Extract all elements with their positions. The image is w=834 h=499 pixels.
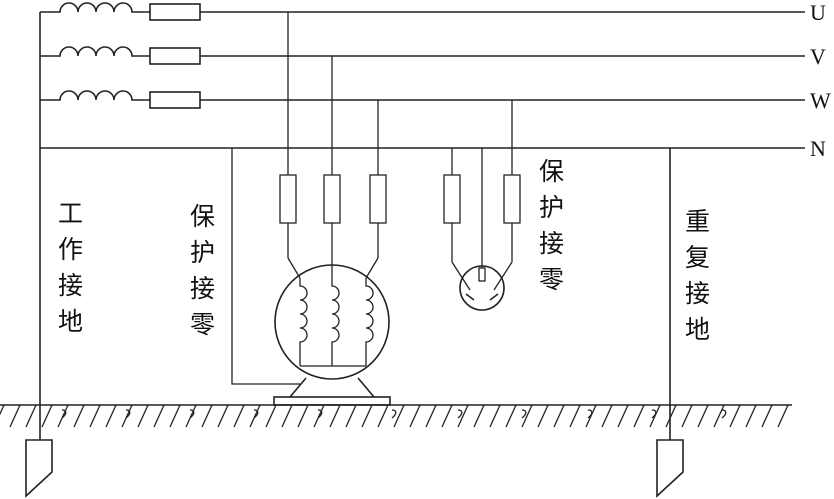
- transformer-windings: [39, 2, 150, 148]
- ground-electrode-left: [25, 439, 53, 498]
- repeated-ground: [656, 148, 684, 498]
- motor-lead-u-in: [287, 257, 301, 279]
- fuse-w: [149, 91, 201, 109]
- label-socket-protective-neutral-char: 保: [539, 157, 564, 186]
- label-motor-protective-neutral: 保 护 接 零: [190, 202, 215, 339]
- label-work-grounding-char: 作: [58, 235, 83, 264]
- ground-electrode-right: [656, 439, 684, 498]
- motor-protective-neutral-wire: [231, 148, 300, 385]
- label-work-grounding: 工 作 接 地: [58, 199, 83, 336]
- label-repeated-grounding-char: 复: [685, 243, 710, 272]
- winding-v: [40, 46, 150, 57]
- label-work-grounding-char: 接: [58, 271, 83, 300]
- earth-soil-marks: [61, 409, 727, 419]
- bus-label-v: V: [810, 44, 826, 69]
- motor-base: [289, 377, 375, 398]
- fuse-u: [149, 3, 201, 21]
- motor-foundation: [273, 396, 391, 406]
- label-socket-protective-neutral-char: 零: [539, 265, 564, 294]
- socket-pin-right: [489, 293, 499, 301]
- working-ground: [25, 148, 53, 498]
- label-repeated-grounding: 重 复 接 地: [685, 207, 710, 344]
- label-repeated-grounding-char: 地: [685, 315, 710, 344]
- socket-fuse-right: [503, 174, 521, 224]
- earth-surface: [0, 404, 792, 428]
- label-motor-protective-neutral-char: 护: [190, 238, 215, 267]
- label-motor-protective-neutral-char: 保: [190, 202, 215, 231]
- label-socket-protective-neutral-char: 接: [539, 229, 564, 258]
- label-motor-protective-neutral-char: 零: [190, 310, 215, 339]
- bus-label-u: U: [810, 0, 826, 25]
- socket-lead-left-in: [451, 261, 471, 291]
- bus-lines: [40, 11, 805, 149]
- winding-u: [40, 2, 150, 13]
- earth-hatching: [0, 404, 789, 428]
- label-repeated-grounding-char: 接: [685, 279, 710, 308]
- label-socket-protective-neutral: 保 护 接 零: [539, 157, 564, 294]
- motor-coil-3: [365, 278, 374, 366]
- motor-housing: [274, 264, 390, 380]
- label-repeated-grounding-char: 重: [685, 207, 710, 236]
- bus-label-n: N: [810, 136, 826, 161]
- label-work-grounding-char: 工: [58, 199, 83, 228]
- label-motor-protective-neutral-char: 接: [190, 274, 215, 303]
- bus-label-w: W: [810, 88, 831, 113]
- socket-branch: [443, 100, 521, 311]
- socket-outlet: [459, 265, 505, 311]
- fuse-v: [149, 47, 201, 65]
- label-work-grounding-char: 地: [58, 307, 83, 336]
- socket-earth-pin: [478, 267, 486, 282]
- main-fuses: [149, 3, 201, 109]
- motor-lead-w-in: [365, 257, 379, 279]
- motor-coil-2: [331, 275, 340, 366]
- socket-pin-left: [465, 293, 475, 301]
- motor-fuse-v: [323, 174, 341, 224]
- motor-fuse-w: [369, 174, 387, 224]
- label-socket-protective-neutral-char: 护: [539, 193, 564, 222]
- motor-branch: [231, 12, 391, 406]
- motor-coil-1: [299, 278, 308, 366]
- socket-fuse-left: [443, 174, 461, 224]
- socket-lead-right-in: [493, 261, 513, 291]
- winding-w: [40, 90, 150, 101]
- motor-fuse-u: [279, 174, 297, 224]
